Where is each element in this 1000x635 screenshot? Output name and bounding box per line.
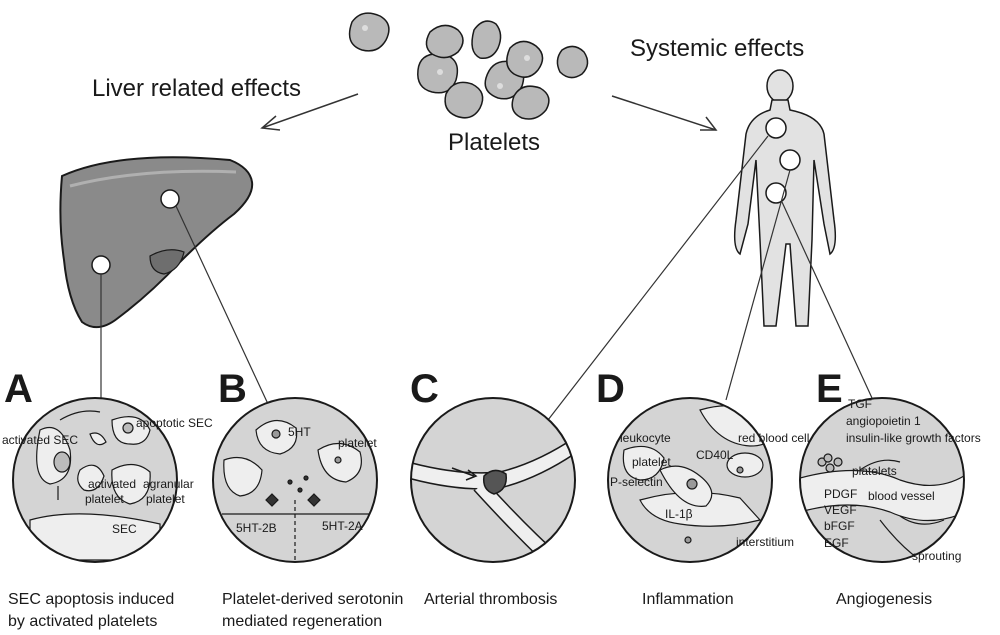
label-red-blood-cell: red blood cell bbox=[738, 431, 809, 445]
panel-b-circle bbox=[212, 397, 378, 563]
label-platelet-b: platelet bbox=[338, 436, 377, 450]
arrow-to-body bbox=[611, 95, 718, 131]
panel-c-circle bbox=[410, 397, 576, 563]
panel-e-circle bbox=[799, 397, 965, 563]
liver-effects-heading: Liver related effects bbox=[92, 75, 301, 102]
caption-a-line2: by activated platelets bbox=[8, 613, 157, 630]
caption-e: Angiogenesis bbox=[836, 591, 932, 608]
label-bfgf: bFGF bbox=[824, 519, 855, 533]
label-platelet-a1: platelet bbox=[85, 492, 124, 506]
label-platelet-a2: platelet bbox=[146, 492, 185, 506]
platelets-heading: Platelets bbox=[448, 129, 540, 156]
label-platelets-e: platelets bbox=[852, 464, 897, 478]
panel-letter-d: D bbox=[596, 367, 625, 411]
label-leukocyte: leukocyte bbox=[620, 431, 671, 445]
label-tgf: TGF bbox=[848, 397, 872, 411]
liver bbox=[59, 156, 254, 329]
label-5ht: 5HT bbox=[288, 425, 311, 439]
panel-letter-a: A bbox=[4, 367, 33, 411]
panel-d-circle bbox=[607, 397, 773, 563]
connector-lines bbox=[100, 135, 873, 421]
human-body bbox=[733, 69, 837, 327]
label-blood-vessel: blood vessel bbox=[868, 489, 935, 503]
label-vegf: VEGF bbox=[824, 503, 857, 517]
label-il-1b: IL-1β bbox=[665, 507, 693, 521]
caption-c: Arterial thrombosis bbox=[424, 591, 557, 608]
caption-a-line1: SEC apoptosis induced bbox=[8, 591, 174, 608]
caption-b-line2: mediated regeneration bbox=[222, 613, 382, 630]
label-igf: insulin-like growth factors bbox=[846, 431, 981, 445]
platelet-cluster bbox=[348, 12, 589, 120]
label-p-selectin: P-selectin bbox=[610, 475, 663, 489]
caption-d: Inflammation bbox=[642, 591, 734, 608]
arrow-to-liver bbox=[260, 93, 359, 131]
label-cd40l: CD40L bbox=[696, 448, 734, 462]
label-platelet-d: platelet bbox=[632, 455, 671, 469]
label-apoptotic-sec: apoptotic SEC bbox=[136, 416, 213, 430]
systemic-effects-heading: Systemic effects bbox=[630, 35, 804, 62]
panel-letter-e: E bbox=[816, 367, 843, 411]
panel-letter-c: C bbox=[410, 367, 439, 411]
label-angiopoietin: angiopoietin 1 bbox=[846, 414, 921, 428]
label-pdgf: PDGF bbox=[824, 487, 857, 501]
label-agranular: agranular bbox=[143, 477, 194, 491]
label-activated: activated bbox=[88, 477, 136, 491]
panel-letter-b: B bbox=[218, 367, 247, 411]
label-5ht-2b: 5HT-2B bbox=[236, 521, 277, 535]
label-sprouting: sprouting bbox=[912, 549, 961, 563]
label-sec: SEC bbox=[112, 522, 137, 536]
panel-a-circle bbox=[12, 397, 178, 563]
label-activated-sec: activated SEC bbox=[2, 433, 78, 447]
label-egf: EGF bbox=[824, 536, 849, 550]
label-5ht-2a: 5HT-2A bbox=[322, 519, 363, 533]
caption-b-line1: Platelet-derived serotonin bbox=[222, 591, 403, 608]
label-interstitium: interstitium bbox=[736, 535, 794, 549]
